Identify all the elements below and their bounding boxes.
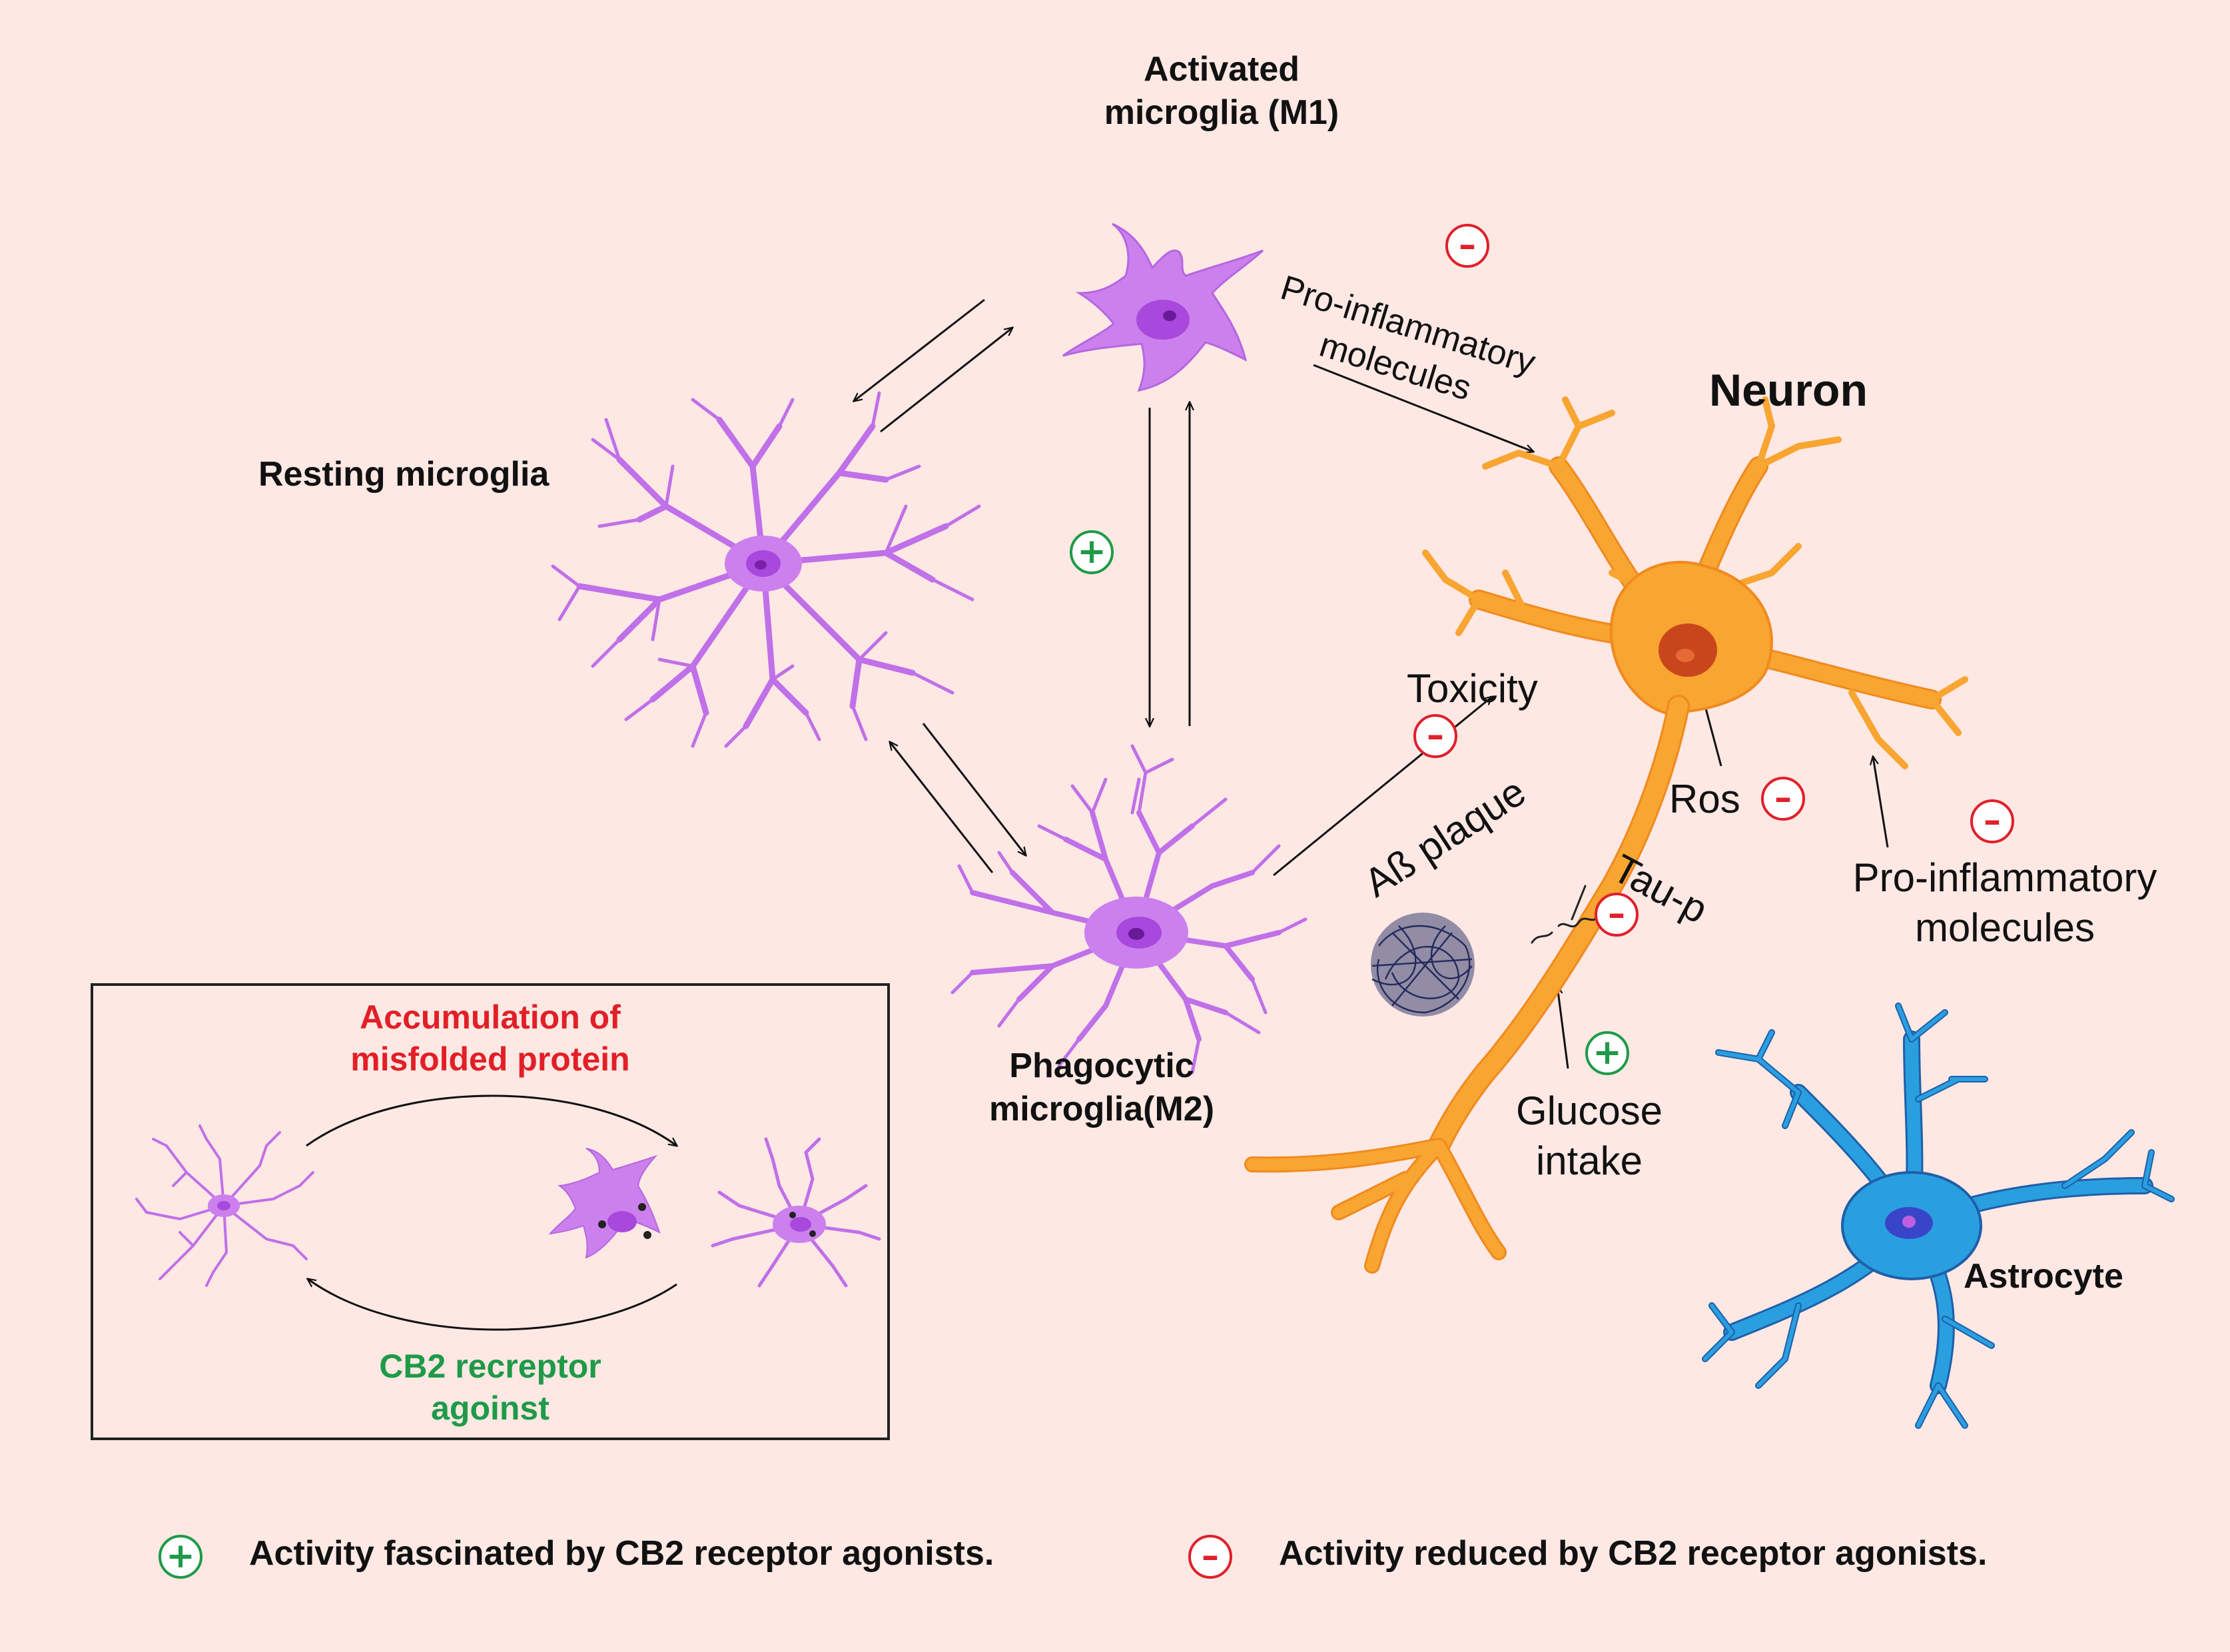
glucose-intake-label-line2: intake [1535,1138,1643,1183]
phagocytic-microglia-label: Phagocytic microglia(M2) [989,1044,1214,1131]
minus-icon-ros: – [1761,777,1805,821]
arrow-resting-to-phagocytic [922,723,1026,855]
neuron-icon [1244,396,1968,1274]
inset-arrow-top [306,1094,677,1146]
inset-box [91,983,890,1440]
activated-microglia-label: Activated microglia (M1) [1104,48,1339,135]
resting-microglia-label: Resting microglia [258,455,550,494]
phagocytic-microglia-label-line1: Phagocytic [1009,1046,1194,1085]
legend-plus-icon: + [159,1535,202,1579]
plus-icon-glucose: + [1585,1031,1629,1075]
amyloid-plaque-icon [1371,913,1475,1017]
arrow-proinflammatory-right [1873,757,1889,848]
inset-artwork [135,1094,881,1331]
arrow-activated-to-resting [854,298,985,401]
proinflammatory-label-right-line1: Pro-inflammatory [1852,855,2157,900]
arrow-glucose [1557,986,1569,1069]
arrow-resting-to-activated [880,328,1012,433]
arrows [854,298,1889,1069]
proinflammatory-label-right-line2: molecules [1914,905,2095,950]
inset-bottom-label: CB2 recreptor agoinst [379,1346,601,1429]
minus-icon-proinflammatory-right: – [1970,799,2014,843]
neuron-label: Neuron [1709,365,1868,416]
inset-arrow-bottom [308,1279,677,1331]
legend-minus-text: Activity reduced by CB2 receptor agonist… [1279,1534,1988,1573]
legend-plus-text: Activity fascinated by CB2 receptor agon… [249,1534,994,1573]
activated-microglia-label-line1: Activated [1143,50,1300,89]
arrow-phagocytic-to-resting [890,742,994,873]
minus-icon-toxicity: – [1413,714,1457,758]
ros-label: Ros [1669,777,1740,821]
activated-microglia-icon [1062,222,1264,392]
legend-minus-icon: – [1188,1535,1232,1579]
activated-microglia-label-line2: microglia (M1) [1104,93,1339,132]
plus-icon-m1-m2: + [1070,530,1114,574]
minus-icon-proinflammatory-top: – [1445,224,1489,268]
inset-top-label: Accumulation of misfolded protein [350,997,629,1080]
glucose-intake-label: Glucose intake [1516,1086,1663,1186]
proinflammatory-label-right: Pro-inflammatory molecules [1853,853,2157,953]
phagocytic-microglia-icon [950,744,1307,1074]
toxicity-label: Toxicity [1407,666,1538,711]
arrow-proinflammatory-to-neuron [1313,364,1533,452]
inset-bottom-label-line1: CB2 recreptor [379,1348,601,1385]
astrocyte-label: Astrocyte [1964,1257,2123,1296]
arrow-phagocytic-to-toxicity [1273,697,1492,877]
inset-top-label-line1: Accumulation of [360,999,621,1036]
minus-icon-tau-p: – [1595,893,1639,937]
inset-top-label-line2: misfolded protein [350,1040,630,1078]
inset-bottom-label-line2: agoinst [431,1389,550,1427]
phagocytic-microglia-label-line2: microglia(M2) [988,1090,1215,1128]
glucose-intake-label-line1: Glucose [1515,1088,1663,1133]
resting-microglia-icon [551,391,981,748]
